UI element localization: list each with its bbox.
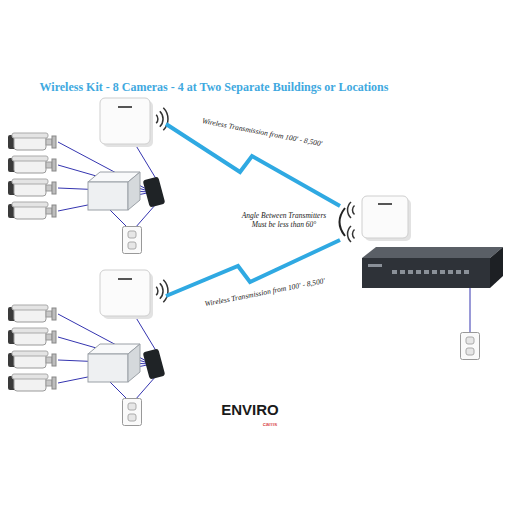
nvr-recorder bbox=[392, 270, 397, 274]
brand-subtitle: cams bbox=[263, 421, 277, 428]
nvr-recorder bbox=[362, 247, 503, 288]
angle-note: Angle Between Transmitters Must be less … bbox=[238, 212, 330, 229]
diagram-title: Wireless Kit - 8 Cameras - 4 at Two Sepa… bbox=[40, 81, 389, 95]
nvr-recorder bbox=[408, 270, 413, 274]
nvr-recorder bbox=[464, 270, 469, 274]
nvr-recorder bbox=[362, 247, 503, 258]
nvr-recorder bbox=[400, 270, 405, 274]
nvr-recorder bbox=[362, 258, 490, 288]
nvr-recorder bbox=[416, 270, 421, 274]
power-outlet bbox=[461, 333, 480, 360]
wifi-waves bbox=[352, 230, 354, 239]
wifi-waves bbox=[348, 202, 351, 218]
nvr-recorder bbox=[490, 247, 503, 288]
nvr-recorder bbox=[448, 270, 453, 274]
wireless-link bbox=[166, 124, 340, 296]
camera-site bbox=[8, 270, 168, 426]
nvr-recorder bbox=[368, 264, 382, 267]
wifi-waves bbox=[348, 226, 351, 242]
wireless-receiver bbox=[378, 203, 392, 205]
wifi-waves bbox=[348, 202, 355, 242]
nvr-recorder bbox=[432, 270, 437, 274]
transmission-range: Wireless Transmission from 100' - 8,500' bbox=[204, 277, 326, 309]
transmission-range: Wireless Transmission from 100' - 8,500' bbox=[201, 117, 323, 149]
wireless-receiver bbox=[362, 196, 411, 241]
nvr-recorder bbox=[440, 270, 445, 274]
wireless-receiver bbox=[362, 196, 408, 238]
wifi-waves bbox=[352, 206, 354, 215]
wireless-link bbox=[166, 124, 340, 206]
nvr-recorder bbox=[424, 270, 429, 274]
camera-site bbox=[8, 98, 168, 254]
brand-logo: ENVIRO bbox=[221, 401, 279, 418]
power-cable bbox=[470, 288, 471, 334]
nvr-recorder bbox=[456, 270, 461, 274]
angle-bracket bbox=[340, 208, 346, 236]
